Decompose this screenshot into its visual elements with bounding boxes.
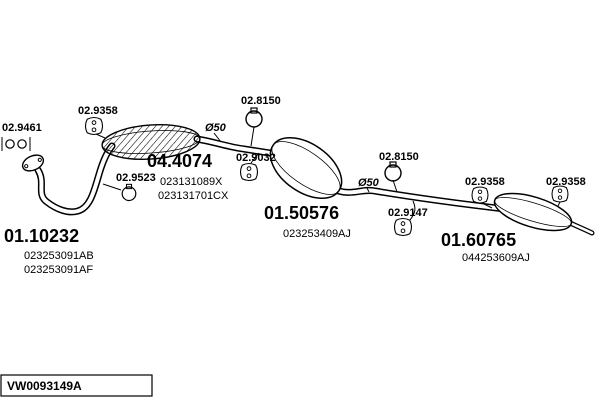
hanger-icon [84,116,104,136]
part-ref-front-silencer: 04.4074 [147,151,212,171]
front-downpipe [34,142,116,216]
diameter-note: Ø50 [205,122,227,134]
diameter-note: Ø50 [358,177,380,189]
oem-number: 044253609AJ [462,252,530,264]
oem-number: 023131089X [160,176,223,188]
oem-number: 023131701CX [158,190,229,202]
clamp-icon [384,161,402,182]
hanger-icon [551,185,569,203]
part-ref-hanger-front: 02.9358 [78,105,118,117]
part-ref-rear-silencer: 01.60765 [441,230,516,250]
part-ref-hanger-rear-2: 02.9358 [546,176,586,188]
manifold-flange [21,154,45,172]
drawing-code: VW0093149A [7,379,82,393]
part-ref-hanger-rear-1: 02.9358 [465,176,505,188]
clamp-icon [121,183,137,202]
part-ref-hanger-mid: 02.9032 [236,152,276,164]
part-ref-front-pipe: 01.10232 [4,226,79,246]
oem-number: 023253409AJ [283,228,351,240]
gasket-icon [1,137,31,151]
oem-number: 023253091AF [24,264,93,276]
oem-number: 023253091AB [24,250,94,262]
part-ref-clamp-mid: 02.8150 [241,95,281,107]
front-silencer-body [101,124,201,160]
part-ref-clamp-front: 02.9523 [116,172,156,184]
rear-silencer-body [493,192,573,232]
hanger-icon [471,186,489,204]
part-ref-hanger-rear-pipe: 02.9147 [388,207,428,219]
clamp-icon [245,107,263,128]
title-block: VW0093149A [0,374,153,397]
centre-silencer-body [269,137,343,199]
hanger-icon [239,162,259,182]
rear-pipe [329,185,509,213]
part-ref-clamp-rear: 02.8150 [379,151,419,163]
part-ref-centre-silencer: 01.50576 [264,203,339,223]
intermediate-pipe [193,135,280,158]
leader-lines [95,126,561,221]
part-ref-gasket: 02.9461 [2,122,42,134]
hanger-icon [393,217,413,237]
